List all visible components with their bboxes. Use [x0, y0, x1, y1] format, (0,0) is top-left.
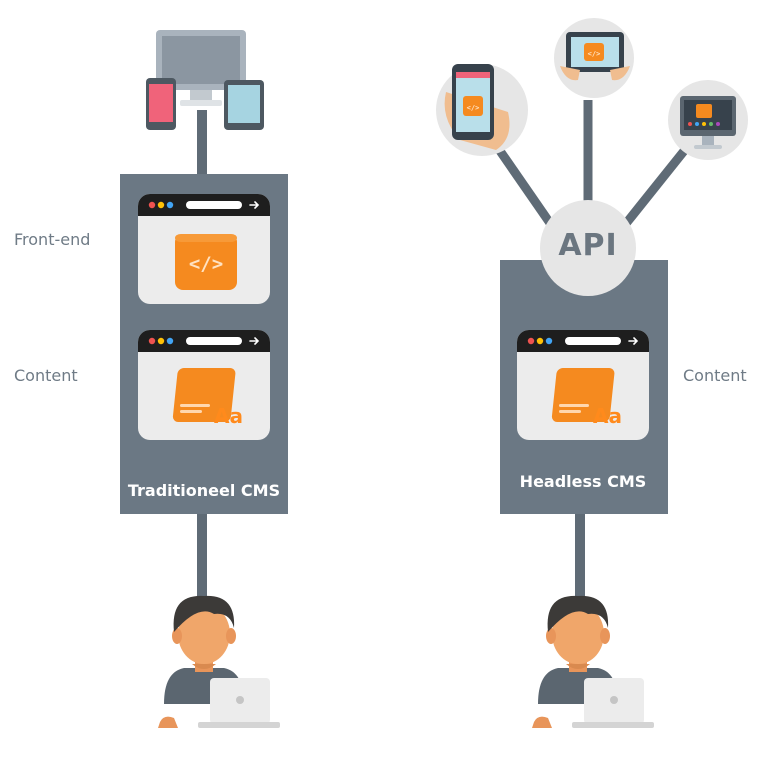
desktop-monitor-icon — [668, 80, 748, 160]
content-aa-icon — [551, 368, 622, 428]
developer-with-laptop-icon — [532, 595, 654, 728]
svg-text:</>: </> — [588, 50, 601, 58]
developer-with-laptop-icon — [158, 595, 280, 728]
api-line-phone — [494, 145, 556, 229]
frontend-browser-card — [137, 193, 271, 305]
top-connector-left — [197, 110, 207, 176]
multi-device-icon — [146, 30, 264, 130]
api-label: API — [558, 228, 618, 263]
traditional-cms-title: Traditioneel CMS — [127, 481, 281, 500]
bottom-connector-right — [575, 512, 585, 602]
headless-cms-section: </> </> — [436, 18, 748, 728]
headless-cms-title: Headless CMS — [519, 472, 647, 491]
tablet-in-hands-icon: </> — [554, 18, 634, 98]
bottom-connector-left — [197, 512, 207, 602]
svg-text:</>: </> — [467, 104, 480, 112]
content-label-left: Content — [14, 366, 78, 385]
content-aa-icon — [172, 368, 243, 428]
frontend-label: Front-end — [14, 230, 91, 249]
api-line-monitor — [620, 143, 692, 229]
code-icon — [175, 234, 237, 290]
phone-in-hand-icon: </> — [436, 64, 528, 156]
content-browser-card-right — [516, 329, 650, 441]
traditional-cms-section — [120, 30, 288, 728]
content-label-right: Content — [683, 366, 747, 385]
api-node — [540, 200, 636, 296]
content-browser-card-left — [137, 329, 271, 441]
